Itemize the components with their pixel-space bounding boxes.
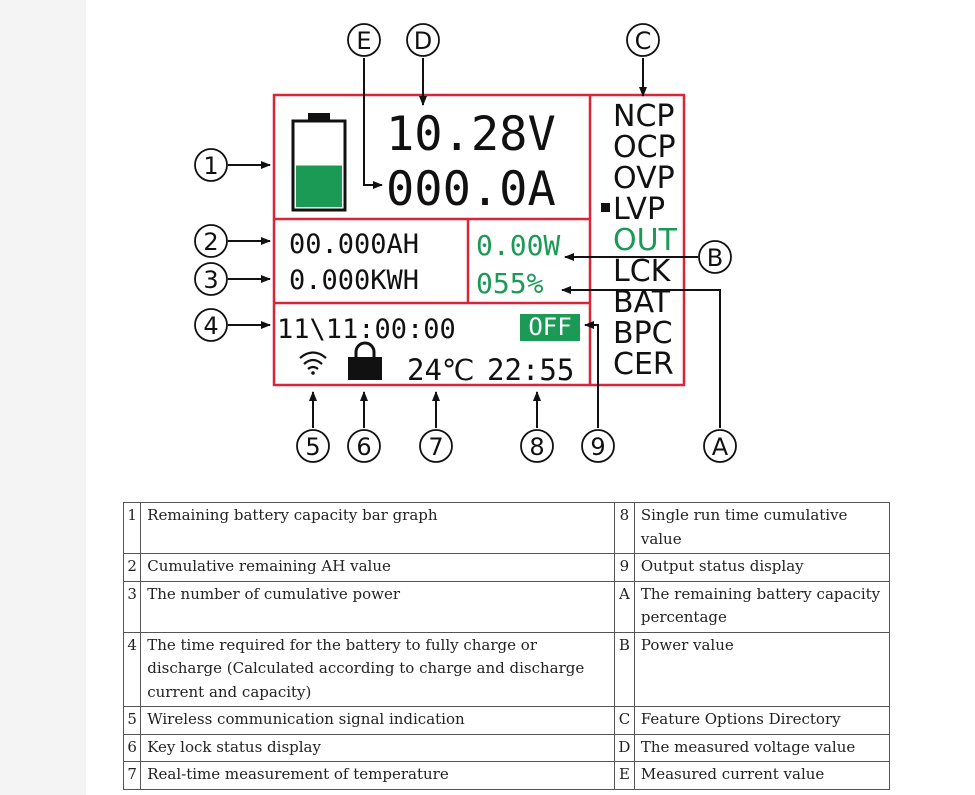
amp-hours-readout: 00.000AH bbox=[289, 229, 419, 260]
callout-b: B bbox=[698, 240, 732, 274]
output-status-badge: OFF bbox=[520, 313, 580, 341]
legend-key: 5 bbox=[122, 706, 142, 735]
legend-row: 7 Real-time measurement of temperature E… bbox=[122, 761, 891, 790]
legend-row: 2 Cumulative remaining AH value 9 Output… bbox=[122, 553, 891, 582]
callout-d: D bbox=[406, 23, 440, 57]
legend-key: 2 bbox=[122, 553, 142, 582]
legend-table: 1 Remaining battery capacity bar graph 8… bbox=[122, 502, 891, 790]
wifi-icon bbox=[299, 351, 327, 375]
menu-item-cer: CER bbox=[613, 347, 674, 382]
lcd-frame bbox=[272, 93, 686, 387]
callout-3: 3 bbox=[194, 262, 228, 296]
svg-text:5: 5 bbox=[305, 433, 320, 461]
legend-description: The measured voltage value bbox=[633, 733, 891, 762]
legend-description: Remaining battery capacity bar graph bbox=[140, 502, 616, 554]
callout-a: A bbox=[703, 429, 737, 463]
svg-text:4: 4 bbox=[203, 312, 218, 340]
legend-key: 9 bbox=[614, 553, 635, 582]
menu-selection-marker bbox=[601, 203, 610, 212]
menu-item-ncp: NCP bbox=[613, 99, 674, 134]
menu-item-lck: LCK bbox=[613, 254, 672, 289]
menu-item-ocp: OCP bbox=[613, 130, 676, 165]
callout-arrows bbox=[228, 58, 721, 428]
svg-text:D: D bbox=[414, 27, 432, 55]
legend-description: Output status display bbox=[633, 553, 891, 582]
menu-item-out: OUT bbox=[613, 223, 678, 258]
legend-key: E bbox=[614, 761, 635, 790]
legend-key: D bbox=[614, 733, 635, 762]
voltage-readout: 10.28V bbox=[386, 107, 556, 162]
lock-icon bbox=[348, 341, 382, 380]
svg-text:9: 9 bbox=[590, 433, 605, 461]
legend-description: The number of cumulative power bbox=[140, 580, 616, 633]
svg-text:A: A bbox=[712, 433, 729, 461]
current-readout: 000.0A bbox=[386, 162, 556, 217]
runtime-readout: 22:55 bbox=[487, 353, 574, 387]
left-margin-strip bbox=[0, 0, 86, 795]
output-status-text: OFF bbox=[528, 313, 571, 341]
legend-row: 3 The number of cumulative power A The r… bbox=[122, 580, 891, 633]
legend-key: 4 bbox=[122, 631, 142, 707]
callout-4: 4 bbox=[194, 308, 228, 342]
feature-menu: NCP OCP OVP LVP OUT LCK BAT BPC CER bbox=[601, 99, 678, 382]
callout-9: 9 bbox=[581, 429, 615, 463]
callout-c: C bbox=[626, 23, 660, 57]
callout-2: 2 bbox=[194, 224, 228, 258]
legend-row: 1 Remaining battery capacity bar graph 8… bbox=[122, 502, 891, 554]
legend-description: Cumulative remaining AH value bbox=[140, 553, 616, 582]
svg-text:C: C bbox=[635, 27, 652, 55]
svg-text:7: 7 bbox=[428, 433, 443, 461]
legend-description: Feature Options Directory bbox=[633, 706, 891, 735]
legend-description: Measured current value bbox=[633, 761, 891, 790]
menu-item-bpc: BPC bbox=[613, 316, 673, 351]
svg-text:6: 6 bbox=[356, 433, 371, 461]
legend-description: The time required for the battery to ful… bbox=[140, 631, 616, 707]
svg-text:E: E bbox=[356, 27, 371, 55]
menu-item-ovp: OVP bbox=[613, 161, 675, 196]
legend-description: Power value bbox=[633, 631, 891, 707]
battery-icon bbox=[291, 113, 347, 212]
legend-key: B bbox=[614, 631, 635, 707]
callout-6: 6 bbox=[347, 429, 381, 463]
legend-key: 8 bbox=[614, 502, 635, 554]
legend-description: The remaining battery capacity percentag… bbox=[633, 580, 891, 633]
legend-key: 3 bbox=[122, 580, 142, 633]
callout-5: 5 bbox=[296, 429, 330, 463]
svg-text:2: 2 bbox=[203, 228, 218, 256]
svg-text:3: 3 bbox=[203, 266, 218, 294]
battery-level-fill bbox=[296, 165, 342, 207]
legend-description: Wireless communication signal indication bbox=[140, 706, 616, 735]
legend-key: 1 bbox=[122, 502, 142, 554]
menu-item-lvp: LVP bbox=[613, 192, 665, 227]
legend-description: Real-time measurement of temperature bbox=[140, 761, 616, 790]
percent-readout: 055% bbox=[476, 267, 544, 300]
legend-description: Key lock status display bbox=[140, 733, 616, 762]
legend-key: 7 bbox=[122, 761, 142, 790]
timer-readout: 11\11:00:00 bbox=[277, 314, 456, 345]
legend-description: Single run time cumulative value bbox=[633, 502, 891, 554]
callout-circles: 1 2 3 4 5 6 7 8 9 A B C D E bbox=[194, 23, 737, 463]
svg-text:1: 1 bbox=[203, 152, 218, 180]
svg-text:8: 8 bbox=[529, 433, 544, 461]
callout-8: 8 bbox=[520, 429, 554, 463]
legend-row: 6 Key lock status display D The measured… bbox=[122, 733, 891, 762]
legend-key: A bbox=[614, 580, 635, 633]
kwh-readout: 0.000KWH bbox=[289, 265, 419, 296]
power-readout: 0.00W bbox=[476, 229, 560, 262]
legend-key: C bbox=[614, 706, 635, 735]
svg-text:B: B bbox=[707, 244, 723, 272]
callout-1: 1 bbox=[194, 148, 228, 182]
legend-key: 6 bbox=[122, 733, 142, 762]
temperature-readout: 24℃ bbox=[407, 353, 475, 387]
legend-row: 5 Wireless communication signal indicati… bbox=[122, 706, 891, 735]
callout-7: 7 bbox=[419, 429, 453, 463]
legend-row: 4 The time required for the battery to f… bbox=[122, 631, 891, 707]
callout-e: E bbox=[347, 23, 381, 57]
lcd-diagram: 10.28V 000.0A 00.000AH 0.000KWH 0.00W 05… bbox=[194, 23, 737, 463]
